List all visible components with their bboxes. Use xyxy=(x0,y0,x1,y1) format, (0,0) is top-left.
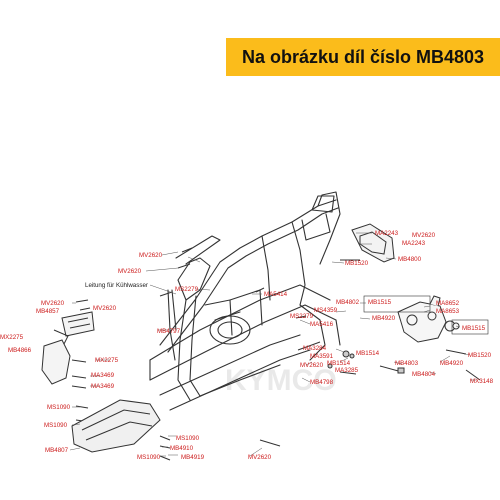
label-mb4910[interactable]: MB4910 xyxy=(170,445,194,452)
label-mb4919[interactable]: MB4919 xyxy=(181,454,205,461)
part-labels: MV2620 MV2620 Leitung für Kühlwasser MS2… xyxy=(0,230,494,461)
under-tray xyxy=(71,399,161,453)
label-mb4920-1[interactable]: MB4920 xyxy=(372,315,396,322)
label-ms1090-3[interactable]: MS1090 xyxy=(176,435,200,442)
left-bracket xyxy=(61,311,95,337)
label-ma3284[interactable]: MA3284 xyxy=(303,345,327,352)
bolts xyxy=(71,247,481,461)
label-mb1520-1[interactable]: MB1520 xyxy=(345,260,369,267)
label-ms1090-4[interactable]: MS1090 xyxy=(137,454,161,461)
label-ma2243-1[interactable]: MA2243 xyxy=(375,230,399,237)
label-mx2275-1[interactable]: MX2275 xyxy=(0,334,24,341)
label-mv2620-6[interactable]: MV2620 xyxy=(248,454,272,461)
callout-box-mb1515 xyxy=(363,295,431,313)
label-mx3148[interactable]: MX3148 xyxy=(470,378,494,385)
watermark-text: KYMCO xyxy=(225,364,337,397)
frame-outline xyxy=(149,191,341,411)
label-mb1515-2[interactable]: MB1515 xyxy=(462,325,486,332)
label-mb4920-2[interactable]: MB4920 xyxy=(440,360,464,367)
callout-box-mb1515-b xyxy=(451,319,489,335)
label-mv2620-7[interactable]: MV2620 xyxy=(300,362,324,369)
label-ma5414[interactable]: MA5414 xyxy=(264,291,288,298)
label-mb4802[interactable]: MB4802 xyxy=(336,299,360,306)
label-ma3469-1[interactable]: MA3469 xyxy=(91,372,115,379)
banner-text: Na obrázku díl číslo MB4803 xyxy=(241,47,485,67)
label-ma2243-2[interactable]: MA2243 xyxy=(402,240,426,247)
label-ma3591[interactable]: MA3591 xyxy=(310,353,334,360)
label-mb4866[interactable]: MB4866 xyxy=(8,347,32,354)
label-mb4804[interactable]: MB4804 xyxy=(412,371,436,378)
label-mb4800[interactable]: MB4800 xyxy=(398,256,422,263)
leader-lines xyxy=(69,232,476,457)
label-ma8653[interactable]: MA8653 xyxy=(436,308,460,315)
label-mb4797[interactable]: MB4797 xyxy=(157,328,181,335)
rear-bracket xyxy=(351,223,395,263)
label-mb4857[interactable]: MB4857 xyxy=(36,308,60,315)
label-coolant-line: Leitung für Kühlwasser xyxy=(85,282,148,289)
label-mb1515-1[interactable]: MB1515 xyxy=(368,299,392,306)
label-ma3469-2[interactable]: MA3469 xyxy=(91,383,115,390)
label-ms1090-1[interactable]: MS1090 xyxy=(47,404,71,411)
label-mb1514-2[interactable]: MB1514 xyxy=(327,360,351,367)
label-mb4798[interactable]: MB4798 xyxy=(310,379,334,386)
label-ms2279-1[interactable]: MS2279 xyxy=(175,286,199,293)
label-mb4807[interactable]: MB4807 xyxy=(45,447,69,454)
left-side-frame xyxy=(41,329,71,385)
label-ms2279-2[interactable]: MS2279 xyxy=(290,313,314,320)
label-mv2620-1[interactable]: MV2620 xyxy=(139,252,163,259)
label-ma5416[interactable]: MA5416 xyxy=(310,321,334,328)
label-ms1090-2[interactable]: MS1090 xyxy=(44,422,68,429)
label-mx2275-2[interactable]: MX2275 xyxy=(95,357,119,364)
label-ma8652[interactable]: MA8652 xyxy=(436,300,460,307)
label-mb1514-1[interactable]: MB1514 xyxy=(356,350,380,357)
label-ma3285[interactable]: MA3285 xyxy=(335,367,359,374)
label-mv2620-2[interactable]: MV2620 xyxy=(118,268,142,275)
label-ms4359[interactable]: MS4359 xyxy=(314,307,338,314)
label-mv2620-4[interactable]: MV2620 xyxy=(93,305,117,312)
label-mv2620-3[interactable]: MV2620 xyxy=(41,300,65,307)
label-mv2620-5[interactable]: MV2620 xyxy=(412,232,436,239)
label-mb4803[interactable]: MB4803 xyxy=(395,360,419,367)
part-number-banner: Na obrázku díl číslo MB4803 xyxy=(226,38,500,76)
label-mb1520-2[interactable]: MB1520 xyxy=(468,352,492,359)
